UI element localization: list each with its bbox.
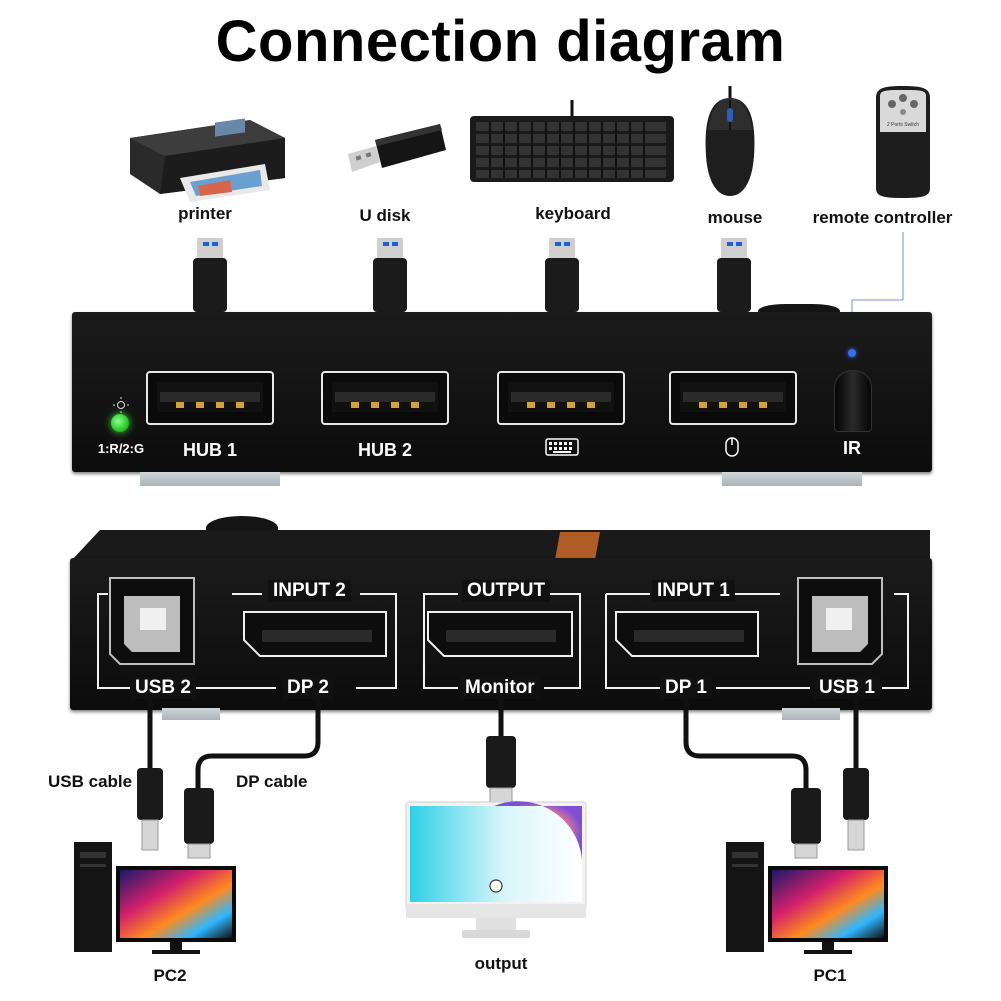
pc1-label: PC1 — [813, 966, 847, 985]
pc2-monitor — [116, 866, 236, 954]
output-label: OUTPUT — [462, 580, 551, 602]
mouse-icon — [725, 437, 739, 457]
status-led — [111, 414, 129, 432]
keyboard-icon — [545, 438, 579, 456]
foot — [140, 472, 280, 486]
input1-label: INPUT 1 — [652, 580, 735, 602]
input2-label: INPUT 2 — [268, 580, 351, 602]
printer-image — [130, 118, 285, 202]
pc2-label: PC2 — [153, 966, 187, 985]
sun-icon — [113, 397, 129, 413]
foot — [782, 708, 840, 720]
usb2-label: USB 2 — [130, 677, 196, 699]
ir-receiver — [834, 370, 872, 432]
dp2-label: DP 2 — [282, 677, 334, 699]
switch-knob-back — [206, 516, 278, 542]
dp-cable-label: DP cable — [236, 772, 308, 791]
usb1-label: USB 1 — [814, 677, 880, 699]
udisk-label: U disk — [359, 206, 411, 225]
dp-plug-1 — [791, 788, 821, 859]
output-device-label: output — [474, 954, 528, 973]
foot — [162, 708, 220, 720]
usb-b-plug-1 — [843, 768, 869, 851]
mouse-label: mouse — [707, 208, 763, 227]
remote-text: 2 Ports Switch — [887, 122, 919, 128]
remote-label: remote controller — [812, 208, 953, 227]
pc1-tower — [726, 842, 764, 952]
usb-cable-label: USB cable — [48, 772, 133, 791]
remote-image: 2 Ports Switch — [876, 86, 930, 198]
dp-plug-2 — [184, 788, 214, 859]
keyboard-image — [470, 100, 674, 182]
dp1-label: DP 1 — [660, 677, 712, 699]
dp-plug-output — [486, 736, 516, 803]
printer-label: printer — [178, 204, 232, 223]
ir-indicator — [848, 349, 856, 357]
mouse-image — [705, 86, 755, 196]
foot — [722, 472, 862, 486]
ir-label: IR — [843, 438, 861, 458]
hub1-label: HUB 1 — [182, 440, 237, 460]
usb-b-plug-2 — [137, 768, 163, 851]
output-monitor — [405, 801, 587, 938]
hub2-label: HUB 2 — [357, 440, 412, 460]
keyboard-label: keyboard — [535, 204, 611, 223]
monitor-label: Monitor — [460, 677, 540, 699]
pc1-monitor — [768, 866, 888, 954]
led-mode-label: 1:R/2:G — [97, 441, 145, 456]
udisk-image — [348, 124, 446, 172]
page-title: Connection diagram — [215, 9, 786, 74]
pc2-tower — [74, 842, 112, 952]
